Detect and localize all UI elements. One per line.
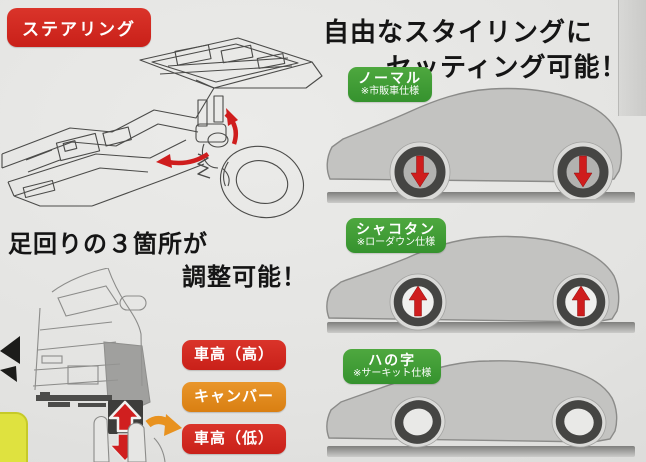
front-wheel [389,273,447,331]
badge-camber: キャンバー [182,382,286,412]
badge-ride-height-low: 車高（低） [182,424,286,454]
left-headline-line1: 足回りの３箇所が [8,231,208,258]
rear-wheel [552,273,610,331]
ground-bar-2 [327,322,635,333]
left-headline-line2: 調整可能！ [182,264,307,291]
cut-left-arrow-icon [0,336,20,382]
style-name: ノーマル [358,70,422,86]
chassis-wheel [219,145,305,219]
steering-rotation-arrows [156,108,238,168]
style-badge-normal: ノーマル ※市販車仕様 [348,67,432,102]
shaded-fender [104,342,150,410]
car-normal-silhouette [326,87,623,199]
wheel-up-arrow-icon [571,285,591,317]
style-badge-camber: ハの字 ※サーキット仕様 [343,349,442,384]
box-edge-shadow [618,0,646,116]
wheel-down-arrow-icon [410,155,430,188]
car-lowered-silhouette [326,235,620,331]
front-wheel [389,141,451,199]
axle-detail [36,392,112,407]
wheel-down-arrow-icon [573,155,593,188]
style-note: ※サーキット仕様 [353,368,432,379]
badge-ride-height-high: 車高（高） [182,340,286,370]
style-name: ハの字 [368,352,417,368]
front-wheel-cambered [390,396,446,448]
style-note: ※市販車仕様 [360,86,420,97]
chassis-deck [1,87,215,207]
rear-wheel-cambered [551,396,607,448]
camber-orange-arrow-icon [145,414,182,436]
ground-bar-1 [327,192,635,203]
rear-view-adjustment-illustration [32,268,182,462]
style-name: シャコタン [356,221,436,237]
steering-badge: ステアリング [7,8,151,47]
steering-chassis-illustration [1,37,323,219]
car-camber-silhouette [326,360,618,448]
wheel-up-arrow-icon [408,285,428,317]
ground-bar-3 [327,446,635,457]
style-badge-shakotan: シャコタン ※ローダウン仕様 [346,218,446,253]
rear-wheel [552,141,614,199]
chassis-upper-assembly [139,37,323,89]
right-headline-line1: 自由なスタイリングに [323,17,594,47]
style-note: ※ローダウン仕様 [356,237,436,248]
cut-yellow-badge [0,412,28,462]
rear-car-outline [32,268,147,391]
hand-fingers [93,415,166,462]
height-up-arrow-icon [108,400,142,433]
